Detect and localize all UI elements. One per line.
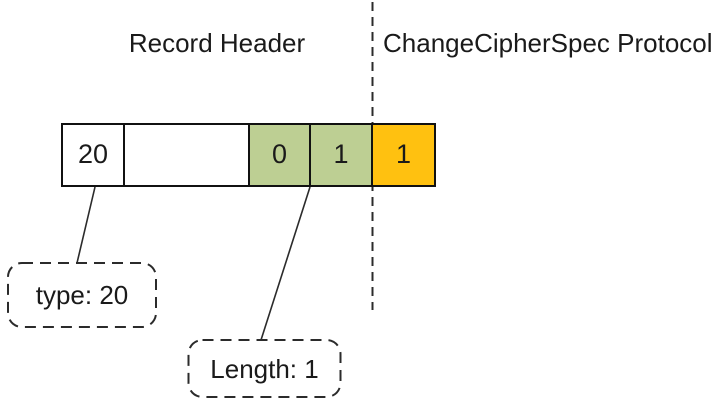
left-section-title: Record Header [128, 28, 306, 58]
bar-cell-type [61, 123, 125, 187]
type-callout-box [7, 262, 157, 328]
bar-cell-length-high-label: 0 [271, 139, 288, 169]
bar-cell-length-low-label: 1 [333, 139, 349, 169]
bar-cell-type-label: 20 [77, 139, 109, 169]
type-callout-label: type: 20 [35, 280, 129, 310]
length-callout-label: Length: 1 [210, 353, 319, 384]
bar-cell-payload-label: 1 [395, 139, 412, 169]
type-callout-connector-line [76, 186, 96, 264]
bar-cell-payload [371, 123, 436, 187]
length-callout-connector-line [260, 186, 311, 341]
length-callout-box [187, 339, 342, 398]
bar-cell-length-high [248, 123, 311, 187]
bar-cell-empty-label [124, 123, 249, 186]
bar-cell-length-low [309, 123, 373, 187]
right-section-title: ChangeCipherSpec Protocol [383, 28, 713, 58]
